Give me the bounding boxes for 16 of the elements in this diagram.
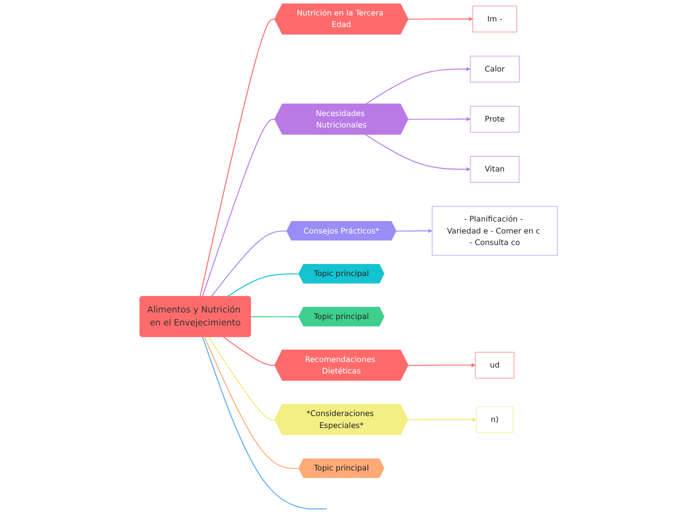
arrow xyxy=(408,16,473,22)
connector xyxy=(250,316,300,318)
connector xyxy=(204,336,300,469)
connector xyxy=(208,336,276,420)
connector xyxy=(210,230,288,298)
connector xyxy=(199,18,276,298)
arrow xyxy=(408,363,476,368)
arrow xyxy=(396,228,432,233)
arrow xyxy=(408,417,476,422)
connector xyxy=(222,336,276,366)
arrow xyxy=(408,117,470,122)
connector xyxy=(202,118,276,298)
arrow xyxy=(364,134,470,172)
connector xyxy=(226,273,300,298)
connector xyxy=(202,336,328,510)
arrow xyxy=(364,66,470,105)
